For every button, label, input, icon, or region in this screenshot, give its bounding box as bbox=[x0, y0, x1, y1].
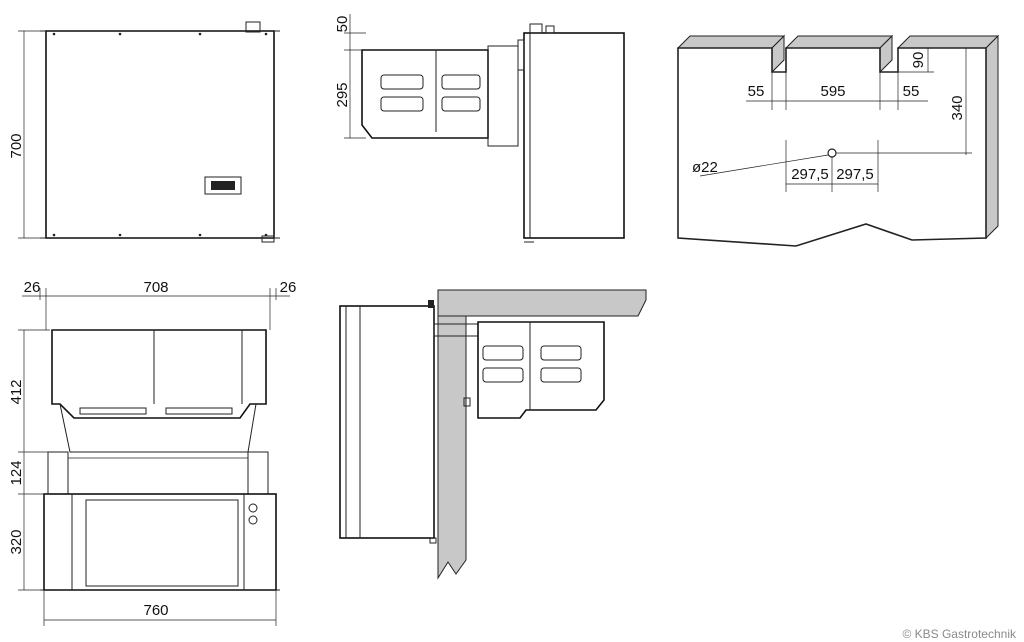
condenser-housing bbox=[523, 32, 625, 239]
dim-side-top: 50 bbox=[334, 16, 351, 33]
front-screws bbox=[52, 32, 268, 237]
dim-top-overall: 760 bbox=[143, 602, 168, 619]
dim-top-right-margin: 26 bbox=[280, 279, 297, 296]
control-panel-display bbox=[204, 176, 242, 195]
dim-top-lower: 320 bbox=[8, 529, 25, 554]
ceiling-slab bbox=[437, 289, 647, 317]
dim-wall-left-slot: 55 bbox=[748, 83, 765, 100]
copyright-text: © KBS Gastrotechnik bbox=[902, 627, 1017, 641]
installed-section-view bbox=[339, 289, 647, 580]
dim-top-mid: 124 bbox=[8, 460, 25, 485]
front-top-connector bbox=[245, 21, 261, 33]
top-view: 26 708 26 412 124 320 760 bbox=[8, 279, 296, 626]
dim-wall-right-slot: 55 bbox=[903, 83, 920, 100]
dim-top-width: 708 bbox=[143, 279, 168, 296]
dim-top-upper: 412 bbox=[8, 379, 25, 404]
side-view: 50 295 bbox=[334, 14, 625, 243]
dim-wall-slot-depth: 90 bbox=[910, 52, 927, 69]
front-panel bbox=[45, 30, 275, 239]
evaporator-housing bbox=[361, 49, 489, 139]
evaporator-top bbox=[51, 329, 267, 419]
drain-hole bbox=[827, 148, 837, 158]
dim-wall-half-left: 297,5 bbox=[791, 166, 829, 183]
condenser-side bbox=[339, 305, 435, 539]
dim-wall-hole-diameter: ø22 bbox=[692, 159, 718, 176]
front-view: 700 bbox=[8, 21, 280, 243]
evaporator-side bbox=[477, 321, 605, 419]
wall-front-face bbox=[677, 47, 987, 247]
wall-sleeve bbox=[487, 45, 519, 147]
dim-wall-half-right: 297,5 bbox=[836, 166, 874, 183]
wall-section bbox=[437, 315, 467, 580]
dim-side-main: 295 bbox=[334, 82, 351, 107]
condenser-top bbox=[43, 493, 277, 591]
dim-wall-hole-height: 340 bbox=[949, 95, 966, 120]
dim-top-left-margin: 26 bbox=[24, 279, 41, 296]
dim-front-height: 700 bbox=[8, 133, 25, 158]
dim-wall-span: 595 bbox=[820, 83, 845, 100]
wall-cutout-view: 55 595 55 90 340 ø22 297,5 297,5 bbox=[676, 34, 1000, 247]
